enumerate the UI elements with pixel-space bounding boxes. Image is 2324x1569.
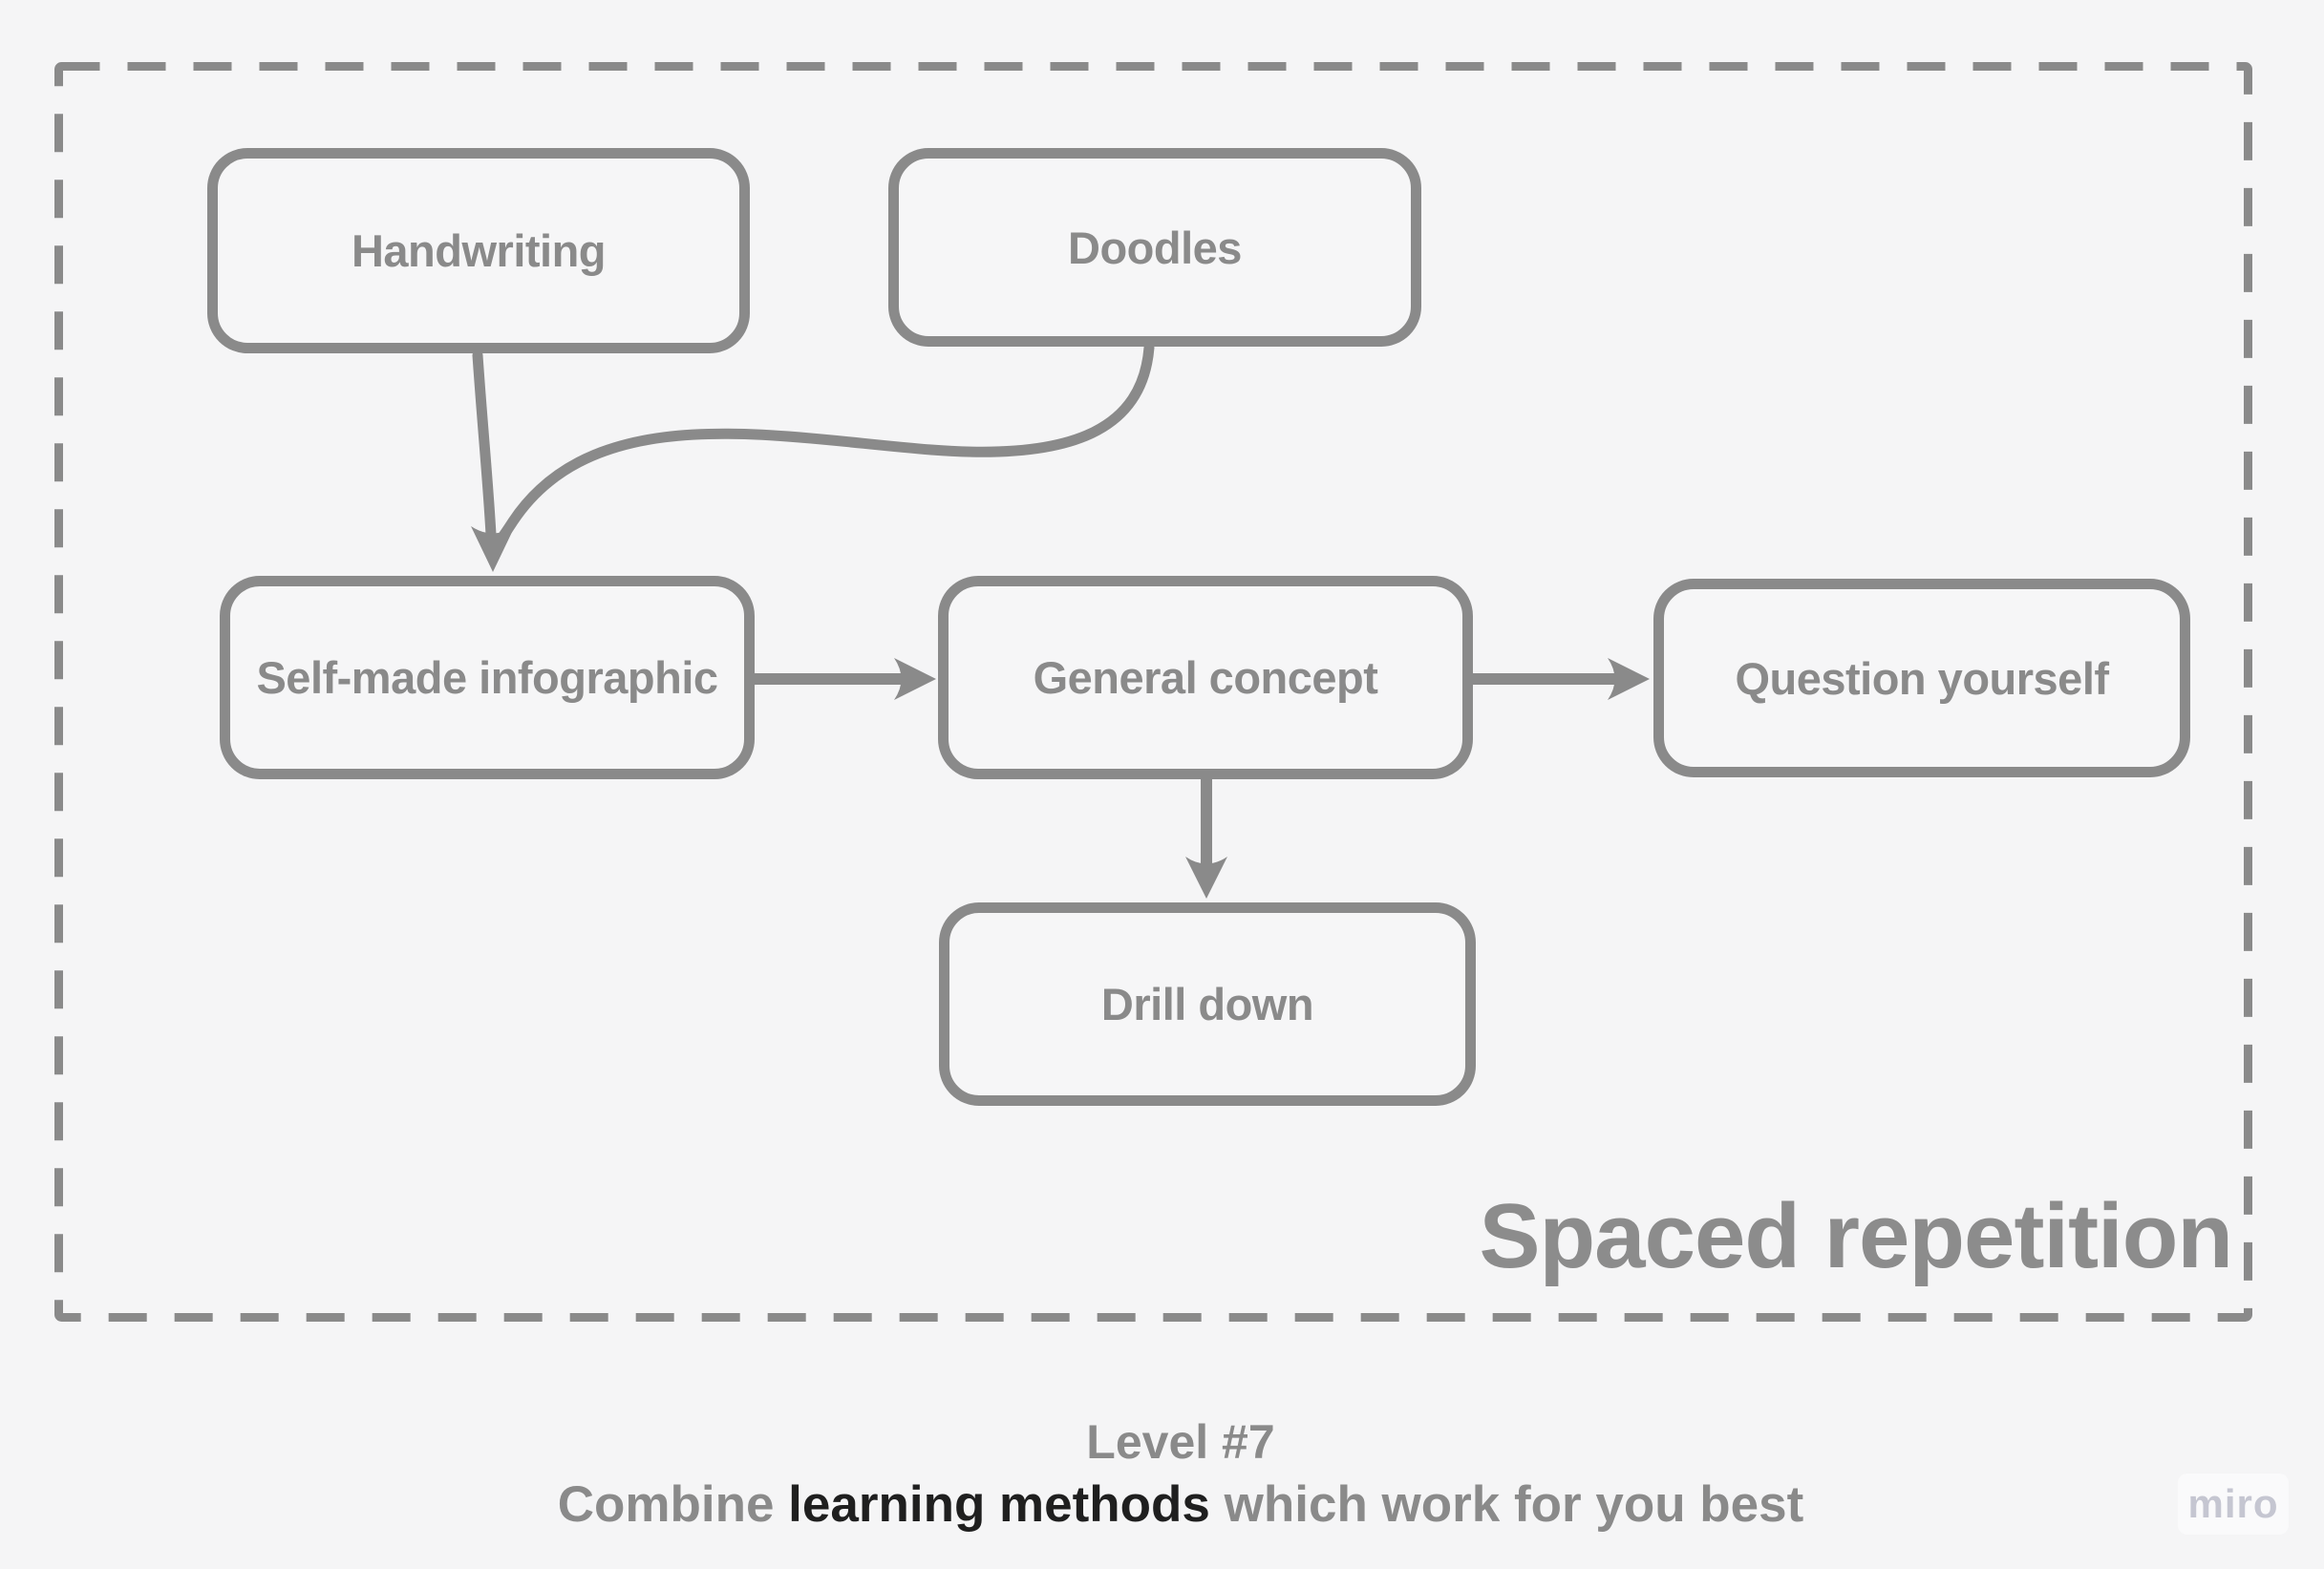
connector-doodles-to-infographic[interactable] xyxy=(490,342,1155,553)
node-doodles[interactable]: Doodles xyxy=(888,148,1421,347)
node-handwriting-label: Handwriting xyxy=(351,225,607,276)
arrowhead-into-question-icon xyxy=(1608,658,1650,700)
miro-watermark-badge: miro xyxy=(2178,1474,2289,1535)
node-general-concept-label: General concept xyxy=(1033,652,1378,703)
node-drill-down-label: Drill down xyxy=(1100,979,1314,1029)
node-general-concept[interactable]: General concept xyxy=(938,576,1473,779)
caption-block[interactable]: Level #7 Combine learning methods which … xyxy=(558,1411,1804,1537)
node-question-yourself-label: Question yourself xyxy=(1735,652,2109,704)
node-self-made-infographic-label: Self-made infographic xyxy=(256,652,718,703)
node-handwriting[interactable]: Handwriting xyxy=(207,148,750,353)
caption-level: Level #7 xyxy=(1086,1415,1275,1469)
miro-logo: miro xyxy=(2187,1481,2279,1526)
node-doodles-label: Doodles xyxy=(1068,222,1242,273)
connector-handwriting-to-infographic[interactable] xyxy=(472,350,497,541)
arrowhead-into-general-icon xyxy=(894,658,936,700)
caption-description-highlight: learning methods xyxy=(788,1476,1210,1533)
arrowhead-into-drill-icon xyxy=(1185,857,1227,899)
frame-dashed-border[interactable] xyxy=(54,62,2252,1322)
caption-description-prefix: Combine xyxy=(557,1476,789,1533)
frame-title[interactable]: Spaced repetition xyxy=(1479,1185,2233,1287)
caption-description-suffix: which work for you best xyxy=(1209,1476,1804,1533)
node-drill-down[interactable]: Drill down xyxy=(939,902,1476,1106)
caption-description: Combine learning methods which work for … xyxy=(558,1473,1804,1537)
node-question-yourself[interactable]: Question yourself xyxy=(1653,579,2190,777)
node-self-made-infographic[interactable]: Self-made infographic xyxy=(220,576,755,779)
